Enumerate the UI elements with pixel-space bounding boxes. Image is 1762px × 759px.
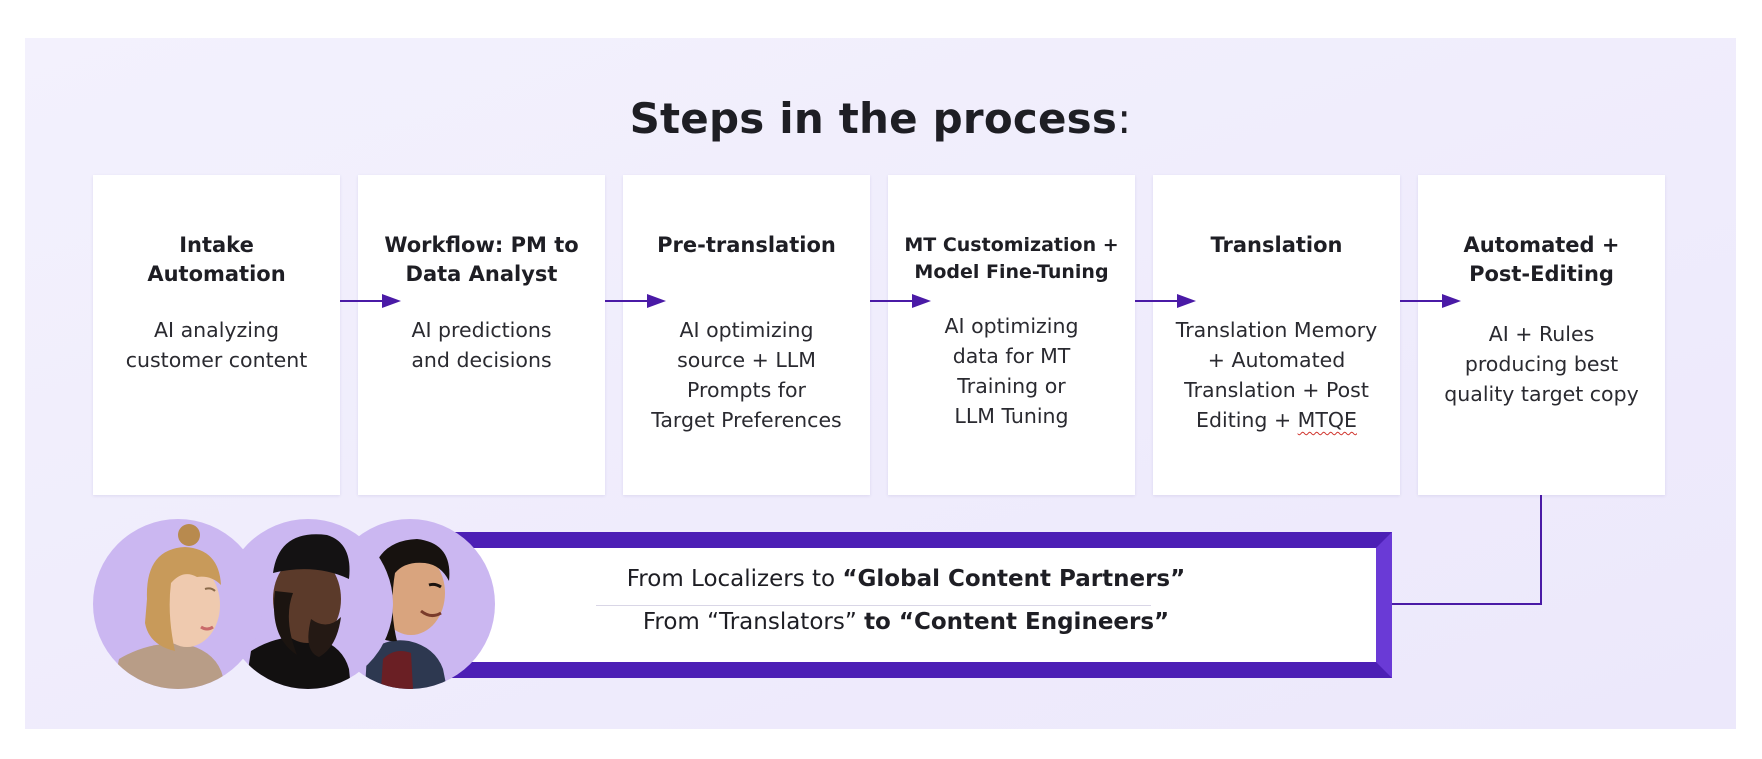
step-card-mt-customization: MT Customization + Model Fine-Tuning AI …	[888, 175, 1135, 495]
banner-line-bold: “Global Content Partners”	[842, 566, 1186, 592]
step-title: MT Customization + Model Fine-Tuning	[898, 232, 1125, 286]
step-title-line: Post-Editing	[1469, 262, 1614, 286]
step-title-line: Translation	[1210, 233, 1343, 257]
step-card-pre-translation: Pre-translation AI optimizing source + L…	[623, 175, 870, 495]
step-card-translation: Translation Translation Memory + Automat…	[1153, 175, 1400, 495]
step-desc-line: quality target copy	[1444, 382, 1639, 406]
banner-line-engineers: From “Translators” to “Content Engineers…	[436, 609, 1376, 635]
step-title: Pre-translation	[633, 231, 860, 260]
step-desc-line: AI + Rules	[1488, 322, 1595, 346]
banner-divider	[596, 605, 1151, 606]
person-blonde-avatar	[93, 519, 263, 689]
banner-line-bold: to “Content Engineers”	[864, 609, 1170, 635]
step-desc-line: Prompts for	[687, 378, 806, 402]
step-title-line: Pre-translation	[657, 233, 836, 257]
step-desc-line: Training or	[957, 374, 1066, 398]
step-title: Intake Automation	[103, 231, 330, 289]
right-arrow-icon	[870, 294, 931, 308]
step-desc-line: Editing + MTQE	[1165, 405, 1388, 435]
banner-line-plain: From Localizers to	[626, 566, 843, 592]
step-desc-line: AI analyzing	[154, 318, 279, 342]
spellcheck-underlined-word: MTQE	[1297, 408, 1357, 432]
step-title: Workflow: PM to Data Analyst	[368, 231, 595, 289]
step-desc-line: AI predictions	[411, 318, 552, 342]
page-title-colon: :	[1117, 94, 1132, 143]
step-title-line: Automation	[147, 262, 286, 286]
step-desc-line: Translation + Post	[1184, 378, 1369, 402]
step-title-line: Workflow: PM to	[384, 233, 579, 257]
step-description: AI optimizing source + LLM Prompts for T…	[635, 315, 858, 435]
right-arrow-icon	[340, 294, 401, 308]
step-desc-line: LLM Tuning	[954, 404, 1069, 428]
step-desc-text: Editing +	[1196, 408, 1298, 432]
step-description: AI predictions and decisions	[370, 315, 593, 375]
return-arrow-icon	[1367, 495, 1542, 611]
step-desc-line: and decisions	[411, 348, 552, 372]
step-description: AI + Rules producing best quality target…	[1430, 319, 1653, 409]
slide-background: Steps in the process: Intake Automation …	[25, 38, 1736, 729]
banner-line-partners: From Localizers to “Global Content Partn…	[436, 566, 1376, 592]
banner-line-plain: From “Translators”	[642, 609, 865, 635]
page-title-text: Steps in the process	[629, 94, 1118, 143]
step-title-line: Automated +	[1463, 233, 1620, 257]
step-title-line: MT Customization +	[904, 234, 1119, 256]
step-desc-line: Target Preferences	[651, 408, 842, 432]
step-description: AI analyzing customer content	[105, 315, 328, 375]
page-title: Steps in the process:	[25, 94, 1736, 143]
step-card-workflow: Workflow: PM to Data Analyst AI predicti…	[358, 175, 605, 495]
role-transformation-banner: From Localizers to “Global Content Partn…	[420, 532, 1392, 678]
step-description: Translation Memory + Automated Translati…	[1165, 315, 1388, 435]
step-card-automated-post-editing: Automated + Post-Editing AI + Rules prod…	[1418, 175, 1665, 495]
step-title-line: Data Analyst	[405, 262, 558, 286]
right-arrow-icon	[1135, 294, 1196, 308]
step-desc-line: Translation Memory	[1175, 318, 1378, 342]
step-description: AI optimizing data for MT Training or LL…	[900, 311, 1123, 431]
step-title: Translation	[1163, 231, 1390, 260]
step-desc-line: AI optimizing	[679, 318, 814, 342]
right-arrow-icon	[1400, 294, 1461, 308]
step-desc-line: data for MT	[952, 344, 1071, 368]
step-title-line: Model Fine-Tuning	[914, 261, 1109, 283]
step-title-line: Intake	[179, 233, 254, 257]
step-card-intake: Intake Automation AI analyzing customer …	[93, 175, 340, 495]
step-desc-line: AI optimizing	[944, 314, 1079, 338]
right-arrow-icon	[605, 294, 666, 308]
step-title: Automated + Post-Editing	[1428, 231, 1655, 289]
step-desc-line: customer content	[125, 348, 308, 372]
step-desc-line: producing best	[1464, 352, 1619, 376]
step-desc-line: source + LLM	[677, 348, 816, 372]
step-desc-line: + Automated	[1207, 348, 1346, 372]
